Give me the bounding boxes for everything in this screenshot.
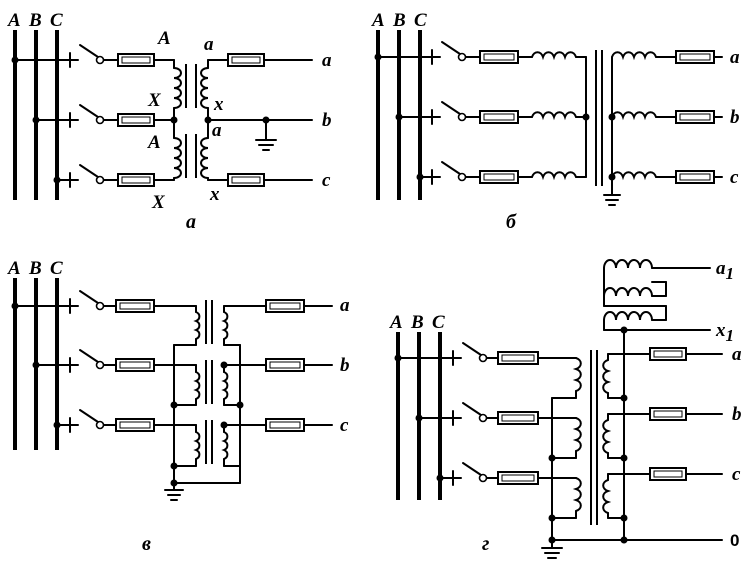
bus-label-C: C [50,10,63,31]
output-lines [207,53,313,187]
output-label-b: b [730,107,740,128]
output-label-c: c [732,464,741,485]
branch-phase-c [53,409,197,433]
neutral-label: 0 [730,531,739,550]
switch-contact [95,55,105,65]
aux-output-label: x1 [715,320,734,345]
output-label-b: b [732,404,742,425]
terminal-label: A [157,28,171,49]
bus-label-A: A [389,312,403,333]
branch-phase-b [32,349,197,373]
bus-label-B: B [28,10,42,31]
terminal-label: A [147,132,161,153]
branch-phase-c [436,462,577,486]
aux-output-label: a1 [716,258,734,283]
bus-label-B: B [28,258,42,279]
panel-v: A B C [7,258,350,555]
branch-phase-a [11,44,175,68]
branch-phase-b [32,104,175,128]
output-label-c: c [340,415,349,436]
branch-phase-c [53,164,175,188]
branch-phase-b [395,101,587,125]
branch-phase-a [394,342,577,366]
secondary-windings [200,59,212,181]
panel-b: A B C [371,10,740,233]
output-label-a: a [730,47,740,68]
switch-contact [95,175,105,185]
output-label-c: c [730,167,739,188]
output-label-a: a [322,50,332,71]
fuse [227,173,265,187]
terminal-label: x [209,184,220,205]
branch-phase-c [416,161,587,185]
panel-g: A B C [389,258,742,559]
branch-phase-a [374,41,587,65]
bus-label-C: C [50,258,63,279]
fuse [227,53,265,67]
branch-phase-b [415,402,577,426]
output-label-c: c [322,170,331,191]
output-label-b: b [340,355,350,376]
terminal-label: a [212,120,222,141]
branch-phase-a [11,290,197,314]
panel-caption: а [186,211,196,233]
panel-caption: в [142,533,151,555]
bus-label-B: B [392,10,406,31]
bus-label-B: B [410,312,424,333]
fuse [117,113,155,127]
output-label-b: b [322,110,332,131]
panel-caption: г [482,533,489,555]
fuse [117,173,155,187]
output-label-a: a [732,344,742,365]
panel-a: A B C [7,10,332,233]
output-label-a: a [340,295,350,316]
terminal-label: X [151,192,166,213]
bus-label-A: A [7,258,21,279]
terminal-label: X [147,90,162,111]
bus-label-A: A [371,10,385,31]
terminal-label: x [213,94,224,115]
panel-caption: б [506,211,517,233]
bus-label-C: C [414,10,427,31]
primary-windings [170,59,197,181]
terminal-label: a [204,34,214,55]
bus-label-A: A [7,10,21,31]
switch-contact [95,115,105,125]
bus-label-C: C [432,312,445,333]
fuse [117,53,155,67]
